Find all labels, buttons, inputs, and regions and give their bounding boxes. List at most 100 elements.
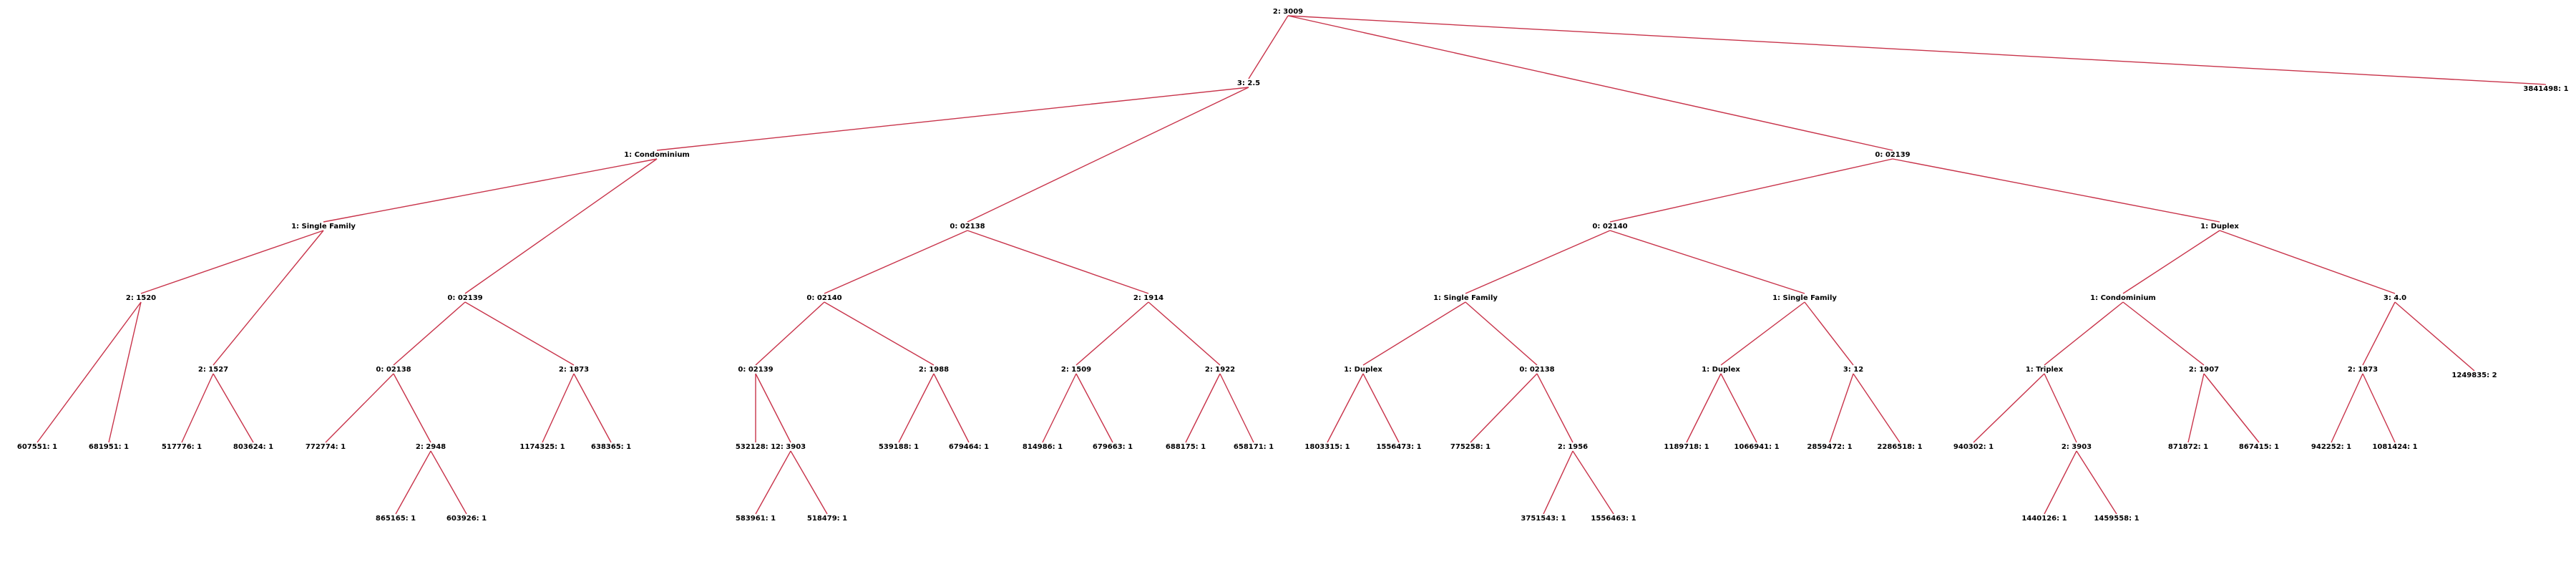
tree-edge [755,450,791,515]
tree-leaf-node-688175-1: 688175: 1 [1166,443,1206,451]
tree-split-node-0-02139: 0: 02139 [1875,151,1910,159]
tree-edge [1804,301,1854,366]
tree-edges [36,15,2547,515]
tree-edge [1327,373,1364,443]
tree-split-node-1-triplex: 1: Triplex [2026,366,2064,374]
tree-split-node-1-condominium: 1: Condominium [2090,294,2156,302]
tree-edge [2187,373,2205,443]
tree-edge [395,450,431,515]
tree-edge [1465,230,1611,294]
tree-edge [824,301,935,366]
tree-edge [790,450,828,515]
tree-edge [2076,450,2117,515]
tree-leaf-node-942252-1: 942252: 1 [2311,443,2351,451]
tree-split-node-2-2948: 2: 2948 [416,443,446,451]
tree-edge [2331,373,2363,443]
tree-split-node-1-duplex: 1: Duplex [1344,366,1382,374]
tree-edge [1075,301,1149,366]
tree-split-node-2-1907: 2: 1907 [2189,366,2219,374]
tree-leaf-node-1081424-1: 1081424: 1 [2372,443,2417,451]
tree-split-node-2-1922: 2: 1922 [1205,366,1235,374]
tree-leaf-node-607551-1: 607551: 1 [17,443,57,451]
tree-edge [933,373,970,443]
tree-split-node-0-02140: 0: 02140 [806,294,841,302]
tree-edge [1075,373,1113,443]
tree-edge [1720,373,1757,443]
tree-leaf-node-1440126-1: 1440126: 1 [2021,515,2067,523]
tree-leaf-node-1459558-1: 1459558: 1 [2094,515,2139,523]
tree-leaf-node-638365-1: 638365: 1 [591,443,631,451]
tree-edge [1609,230,1805,294]
tree-edge [181,373,214,443]
tree-leaf-node-871872-1: 871872: 1 [2168,443,2208,451]
tree-edge [1973,373,2045,443]
tree-leaf-node-1189718-1: 1189718: 1 [1664,443,1709,451]
tree-edge [430,450,467,515]
tree-leaf-node-775258-1: 775258: 1 [1450,443,1491,451]
tree-node-labels: 607551: 1 681951: 1 2: 1520 517776: 1 803624… [17,8,2569,523]
tree-leaf-node-1174325-1: 1174325: 1 [519,443,565,451]
tree-leaf-node-803624-1: 803624: 1 [233,443,273,451]
tree-split-node-0-02138: 0: 02138 [376,366,411,374]
tree-edge [1465,301,1538,366]
tree-leaf-node-2286518-1: 2286518: 1 [1877,443,1922,451]
tree-edge [140,230,324,294]
tree-leaf-node-3841498-1: 3841498: 1 [2523,85,2568,93]
tree-edge [2044,301,2124,366]
tree-leaf-node-865165-1: 865165: 1 [376,515,416,523]
tree-split-node-1-single-family: 1: Single Family [1433,294,1498,302]
tree-split-node-2-1520: 2: 1520 [126,294,156,302]
tree-edge [755,373,791,443]
tree-edge [2122,230,2220,294]
tree-edge [1892,158,2220,223]
tree-edge [656,87,1249,151]
tree-edge [1287,15,2547,85]
tree-edge [573,373,612,443]
tree-split-node-1-single-family: 1: Single Family [1772,294,1837,302]
tree-split-node-1-condominium: 1: Condominium [624,151,690,159]
tree-split-node-1-duplex: 1: Duplex [2200,223,2239,231]
tree-split-node-1-duplex: 1: Duplex [1702,366,1740,374]
tree-edge [213,230,324,366]
tree-split-node-2-3903: 2: 3903 [776,443,806,451]
tree-leaf-node-679464-1: 679464: 1 [949,443,989,451]
tree-leaf-node-658171-1: 658171: 1 [1234,443,1274,451]
tree-edge [542,373,575,443]
tree-edge [1536,373,1574,443]
tree-leaf-node-583961-1: 583961: 1 [736,515,776,523]
tree-edge [108,301,142,443]
tree-leaf-node-532128-1: 532128: 1 [736,443,776,451]
tree-edge [2044,373,2077,443]
tree-leaf-node-940302-1: 940302: 1 [1953,443,1994,451]
tree-edge [213,373,254,443]
tree-edge [2219,230,2396,294]
tree-split-node-2-1873: 2: 1873 [559,366,589,374]
tree-edge [1609,158,1893,223]
tree-edge [967,87,1249,223]
tree-split-node-2-1914: 2: 1914 [1133,294,1163,302]
tree-edge [898,373,935,443]
tree-edge [36,301,142,443]
tree-split-node-0-02138: 0: 02138 [1519,366,1554,374]
tree-leaf-node-518479-1: 518479: 1 [807,515,847,523]
tree-edge [1185,373,1221,443]
tree-edge [2044,450,2077,515]
tree-split-node-2-3903: 2: 3903 [2062,443,2092,451]
tree-edge [1148,301,1221,366]
tree-edge [1362,301,1466,366]
tree-split-node-3-2-5: 3: 2.5 [1237,79,1260,87]
tree-leaf-node-772774-1: 772774: 1 [306,443,346,451]
tree-split-node-0-02140: 0: 02140 [1592,223,1627,231]
tree-edge [1248,15,1289,79]
tree-edge [464,158,658,294]
tree-split-node-1-single-family: 1: Single Family [291,223,356,231]
tree-leaf-node-603926-1: 603926: 1 [447,515,487,523]
tree-leaf-node-1249835-2: 1249835: 2 [2451,372,2497,379]
tree-edge [1470,373,1538,443]
tree-split-node-2-1527: 2: 1527 [198,366,228,374]
tree-split-node-2-1956: 2: 1956 [1558,443,1588,451]
tree-leaf-node-517776-1: 517776: 1 [162,443,202,451]
tree-leaf-node-1556473-1: 1556473: 1 [1376,443,1421,451]
tree-leaf-node-681951-1: 681951: 1 [89,443,129,451]
